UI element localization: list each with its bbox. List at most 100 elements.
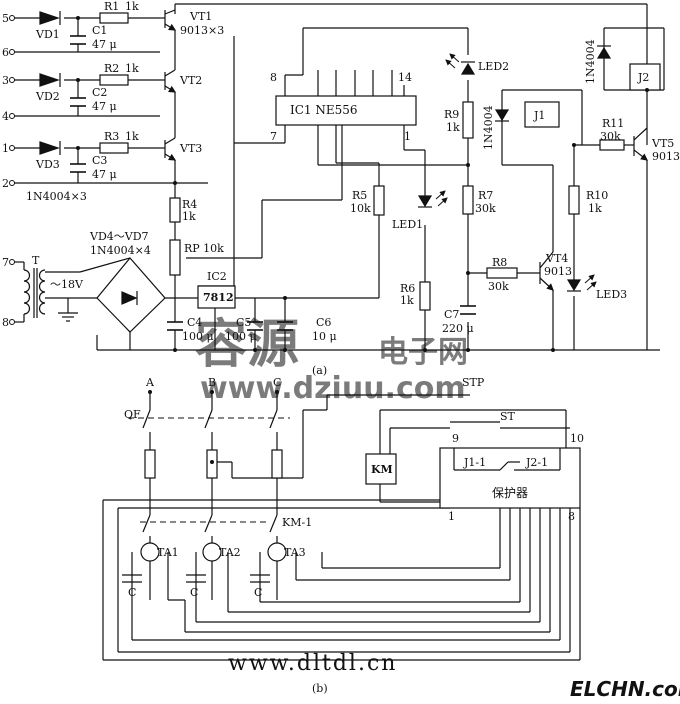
label-vt5: VT5 [651, 137, 674, 150]
label-c4: C4 [187, 316, 202, 329]
relay-j2 [629, 63, 661, 91]
label-led1: LED1 [392, 218, 423, 231]
label-vt4: VT4 [545, 252, 568, 265]
label-c6: C6 [316, 316, 331, 329]
label-led2: LED2 [478, 60, 509, 73]
label-pin10: 10 [570, 432, 584, 445]
label-stp: STP [462, 376, 485, 389]
label-vd1: VD1 [35, 28, 60, 41]
label-j2-diode: 1N4004 [584, 39, 597, 84]
label-c1: C1 [92, 24, 107, 37]
wiring-b [102, 392, 581, 661]
label-ic1-pin8: 8 [270, 71, 277, 84]
fuse-a [144, 449, 156, 479]
label-c2: C2 [92, 86, 107, 99]
terminal-7: 7 [2, 256, 9, 269]
label-pin1: 1 [448, 510, 455, 523]
label-j1-diode: 1N4004 [482, 105, 495, 150]
label-r11-val: 30k [600, 130, 621, 143]
label-vt3: VT3 [179, 142, 202, 155]
label-km: KM [371, 463, 393, 476]
wiring-a [14, 3, 665, 351]
label-c-ta2: C [190, 586, 198, 599]
watermark-brand-cn1: 容源 [195, 315, 299, 375]
label-j1: J1 [533, 109, 545, 122]
label-c3-val: 47 μ [92, 168, 117, 181]
watermark-url2: www.dltdl.cn [228, 651, 397, 676]
label-ic2: IC2 [207, 270, 227, 283]
label-phase-b: B [208, 376, 216, 389]
diodes-a [39, 11, 612, 305]
label-bridge: VD4～VD7 [89, 230, 149, 243]
label-r1: R1 [104, 0, 119, 13]
label-r9: R9 [444, 108, 459, 121]
transformer [23, 268, 46, 318]
label-r5: R5 [352, 189, 367, 202]
label-ic1-pin14: 14 [398, 71, 412, 84]
label-c7-val: 220 μ [442, 322, 474, 335]
label-st: ST [500, 410, 516, 423]
label-ta3: TA3 [284, 546, 306, 559]
label-r7-val: 30k [475, 202, 496, 215]
label-r2-val: 1k [125, 62, 139, 75]
fuse-c [271, 449, 283, 479]
capacitors-a [70, 35, 476, 331]
labels-a: 5 6 3 4 1 2 7 8 VD1 VD2 VD3 1N4004×3 R1 … [2, 0, 680, 377]
terminal-5: 5 [2, 12, 9, 25]
terminal-6: 6 [2, 46, 9, 59]
label-ic2-part: 7812 [203, 291, 234, 304]
label-r3-val: 1k [125, 130, 139, 143]
label-r9-val: 1k [446, 121, 460, 134]
components-a [96, 12, 661, 333]
label-j2: J2 [637, 71, 649, 84]
label-part-a: (a) [312, 364, 327, 377]
label-ic1-pin1: 1 [404, 130, 411, 143]
terminal-1: 1 [2, 142, 9, 155]
label-ta1: TA1 [157, 546, 179, 559]
label-j2-1: J2-1 [525, 456, 548, 469]
label-led3: LED3 [596, 288, 627, 301]
terminal-8: 8 [2, 316, 9, 329]
label-c1-val: 47 μ [92, 38, 117, 51]
label-vt1: VT1 [189, 10, 212, 23]
watermark-logo: ELCHN.com [570, 677, 680, 700]
dots-b [148, 390, 279, 464]
label-vt4-part: 9013 [544, 265, 572, 278]
label-diode-group: 1N4004×3 [26, 190, 87, 203]
label-transformer-voltage: ～18V [50, 278, 84, 291]
components-b [122, 447, 581, 583]
terminal-4: 4 [2, 110, 9, 123]
terminal-circles [9, 15, 15, 325]
label-c6-val: 10 μ [312, 330, 337, 343]
label-c4-val: 100 μ [182, 330, 214, 343]
label-r10: R10 [586, 189, 608, 202]
label-c7: C7 [444, 308, 459, 321]
watermark: 容源 电子网 www.dziuu.com [195, 315, 468, 406]
label-vt5-part: 9013 [652, 150, 680, 163]
label-ic1-pin7: 7 [270, 130, 277, 143]
label-phase-c: C [273, 376, 281, 389]
watermark-url1: www.dziuu.com [200, 371, 466, 406]
protector-box [439, 447, 581, 509]
label-c3: C3 [92, 154, 107, 167]
label-c2-val: 47 μ [92, 100, 117, 113]
label-ta2: TA2 [219, 546, 241, 559]
label-vd3: VD3 [35, 158, 60, 171]
label-r7: R7 [478, 189, 493, 202]
label-c5-val: 100 μ [225, 330, 257, 343]
label-ic1: IC1 NE556 [290, 103, 358, 117]
label-vt2: VT2 [179, 74, 202, 87]
label-protector: 保护器 [492, 486, 528, 500]
label-qf: QF [124, 408, 141, 421]
label-r6-val: 1k [400, 294, 414, 307]
terminal-2: 2 [2, 177, 9, 190]
label-r3: R3 [104, 130, 119, 143]
label-r5-val: 10k [350, 202, 371, 215]
label-r4: R4 [182, 198, 197, 211]
ic2-body [197, 285, 236, 309]
protector-contacts [453, 448, 561, 471]
relay-j1 [524, 101, 560, 128]
label-c5: C5 [236, 316, 251, 329]
